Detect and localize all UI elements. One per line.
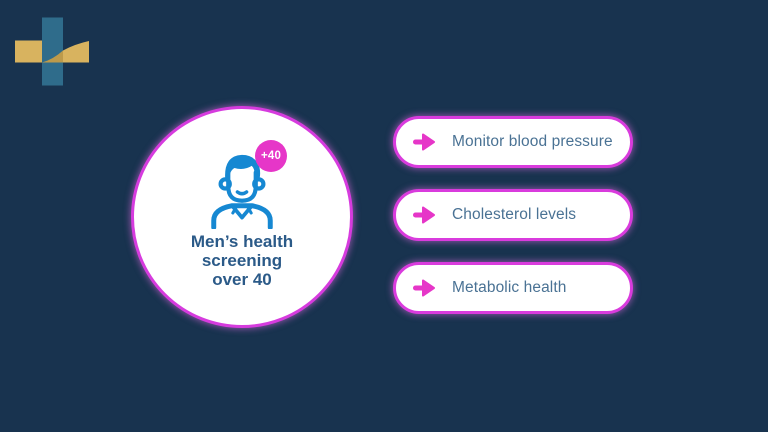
- item-pill-cholesterol-levels[interactable]: Cholesterol levels: [393, 189, 633, 241]
- item-pill-monitor-blood-pressure[interactable]: Monitor blood pressure: [393, 116, 633, 168]
- item-label: Monitor blood pressure: [452, 133, 613, 150]
- item-pill-metabolic-health[interactable]: Metabolic health: [393, 262, 633, 314]
- arrow-right-icon: [413, 133, 435, 151]
- logo-wave-gold: [63, 41, 89, 63]
- male-patient-icon: [211, 154, 273, 229]
- item-label: Cholesterol levels: [452, 206, 577, 223]
- logo-wave-cut: [63, 40, 89, 51]
- hub-title-line-1: Men’s health: [190, 232, 294, 251]
- arrow-right-icon: [413, 206, 435, 224]
- hub-title: Men’s health screening over 40: [134, 232, 350, 289]
- hub-circle: +40 Men’s health screening over 40: [131, 106, 353, 328]
- item-label: Metabolic health: [452, 279, 567, 296]
- hub-title-line-3: over 40: [212, 270, 272, 289]
- arrow-right-icon: [413, 279, 435, 297]
- hub-title-line-2: screening: [201, 251, 283, 270]
- logo-wave-shadow: [42, 50, 63, 63]
- age-badge: +40: [255, 140, 287, 172]
- medical-cross-logo: [15, 17, 89, 86]
